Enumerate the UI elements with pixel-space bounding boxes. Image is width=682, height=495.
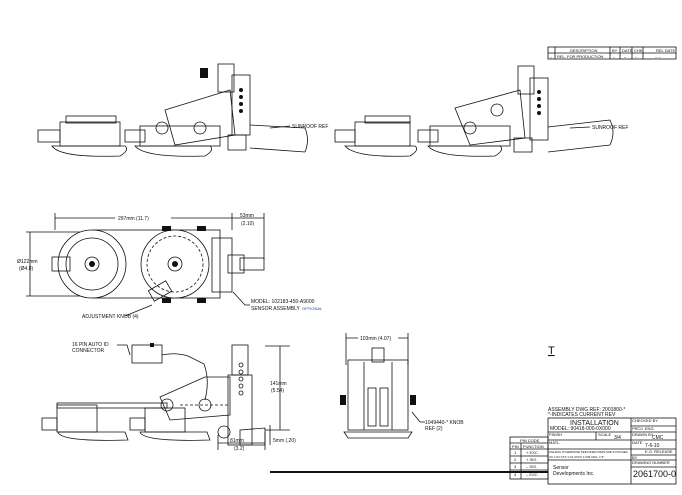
company-name-2: Developments Inc. (553, 471, 594, 477)
adjustment-knob-label: ADJUSTMENT KNOB (4) (82, 314, 139, 320)
connector-label-2: CONNECTOR (72, 348, 105, 354)
drawing-number: 2061700-0 (633, 469, 676, 479)
date-label: DATE (632, 440, 643, 445)
drawing-title: INSTALLATION (570, 420, 619, 427)
rev-header-rel-date: REL DATE (656, 48, 675, 53)
rev-header-description: DESCRIPTION (570, 48, 597, 53)
connector-label-1: 16 PIN AUTO ID (72, 342, 109, 348)
sunroof-ref-label-left: SUNROOF REF (292, 124, 328, 130)
knob-ref-label-2: REF (2) (425, 426, 443, 432)
side-view-right: SUNROOF REF (334, 65, 628, 157)
front-view: 16 PIN AUTO ID CONNECTOR 141mm (5.54) 81… (41, 342, 296, 452)
pin-4-function: – EXC. (526, 472, 539, 477)
scale-value: 3/4 (614, 435, 621, 441)
side-view-left: SUNROOF REF (37, 63, 328, 157)
sensor-model-label: MODEL: 102183-450-A9000 (251, 299, 315, 305)
eo-release-label: E.O. RELEASE (645, 449, 673, 454)
optional-label: OPTIONAL (302, 306, 323, 311)
pin-3-function: – SIG. (526, 464, 537, 469)
drawing-number-label: DRAWING NUMBER (632, 460, 670, 465)
sensor-dim-mm: 53mm (240, 213, 254, 219)
pin-3: 3 (514, 464, 517, 469)
drawing-model: MODEL: 90418-000-0X000 (550, 426, 611, 432)
checked-by-label: CHECKED BY (632, 418, 658, 423)
diameter-dim-in: (Ø4.8) (19, 266, 34, 272)
knob-ref-label-1: 1049440-* KNOB (425, 420, 464, 426)
tolerance-line-1: UNLESS OTHERWISE SPECIFIED DIMS ARE IN I… (549, 450, 628, 454)
pin-code-table: PIN CODE PIN FUNCTION 1 + EXC. 2 + SIG. … (509, 436, 549, 480)
pin-2-function: + SIG. (526, 457, 537, 462)
rev-cell-date: – (624, 54, 627, 59)
function-header: FUNCTION (523, 444, 544, 449)
material-label: MATL. (549, 440, 560, 445)
sunroof-ref-label-right: SUNROOF REF (592, 125, 628, 131)
pin-2: 2 (514, 457, 517, 462)
rev-cell-description: REL. FOR PRODUCTION (557, 54, 604, 59)
depth-dim-in: (3.2) (234, 446, 245, 452)
title-block: ASSEMBLY DWG REF: 2001800-* *-INDICATES … (547, 407, 677, 485)
top-width-dim: 297mm (11.7) (118, 216, 149, 222)
proj-eng-label: PROJ. ENG. (632, 426, 655, 431)
date-value: 7-6-10 (645, 443, 660, 449)
assembly-ref: ASSEMBLY DWG REF: 2001800-* (548, 407, 625, 413)
rev-header-by: BY (612, 48, 618, 53)
pin-4: 4 (514, 472, 517, 477)
top-view: 297mm (11.7) 53mm (2.10) Ø122mm (Ø4.8) A… (17, 213, 323, 320)
height-dim-in: (5.54) (271, 388, 284, 394)
revision-table: DESCRIPTION BY DATE CHK REL DATE – REL. … (547, 46, 677, 60)
diameter-dim-mm: Ø122mm (17, 259, 38, 265)
pin-header: PIN (512, 444, 519, 449)
rev-cell-chk: – (635, 54, 638, 59)
drawn-by-value: CMC (652, 435, 664, 441)
rev-cell-rev: – (550, 54, 553, 59)
cut-off-text: T (548, 345, 555, 357)
height-dim-mm: 141mm (270, 381, 287, 387)
sensor-dim-in: (2.10) (241, 221, 254, 227)
rev-cell-by: – (613, 54, 616, 59)
rev-header-date: DATE (622, 48, 633, 53)
company-name-1: Sensor (553, 465, 569, 471)
rev-header-chk: CHK (634, 48, 643, 53)
finish-label: FINISH (549, 432, 562, 437)
drawn-by-label: DRAWN BY (632, 432, 654, 437)
scale-label: SCALE (598, 432, 611, 437)
rev-cell-rel-date: – – (655, 54, 661, 59)
indicates-current-rev: *-INDICATES CURRENT REV (548, 412, 616, 418)
depth-dim-mm: 81mm (230, 438, 244, 444)
pin-1-function: + EXC. (526, 450, 539, 455)
end-width-dim: 103mm (4.07) (360, 336, 391, 342)
pin-code-title: PIN CODE (520, 438, 540, 443)
sensor-assembly-label: SENSOR ASSEMBLY (251, 306, 300, 312)
pin-1: 1 (514, 450, 517, 455)
end-view: 103mm (4.07) 1049440-* KNOB REF (2) (340, 333, 464, 439)
by-label: BY (632, 455, 638, 460)
offset-dim: 5mm (.20) (273, 438, 296, 444)
tolerance-line-2: XX ±.03 XXX ±.01 XXXX ±.005 ANG. ±.5° (549, 455, 605, 459)
